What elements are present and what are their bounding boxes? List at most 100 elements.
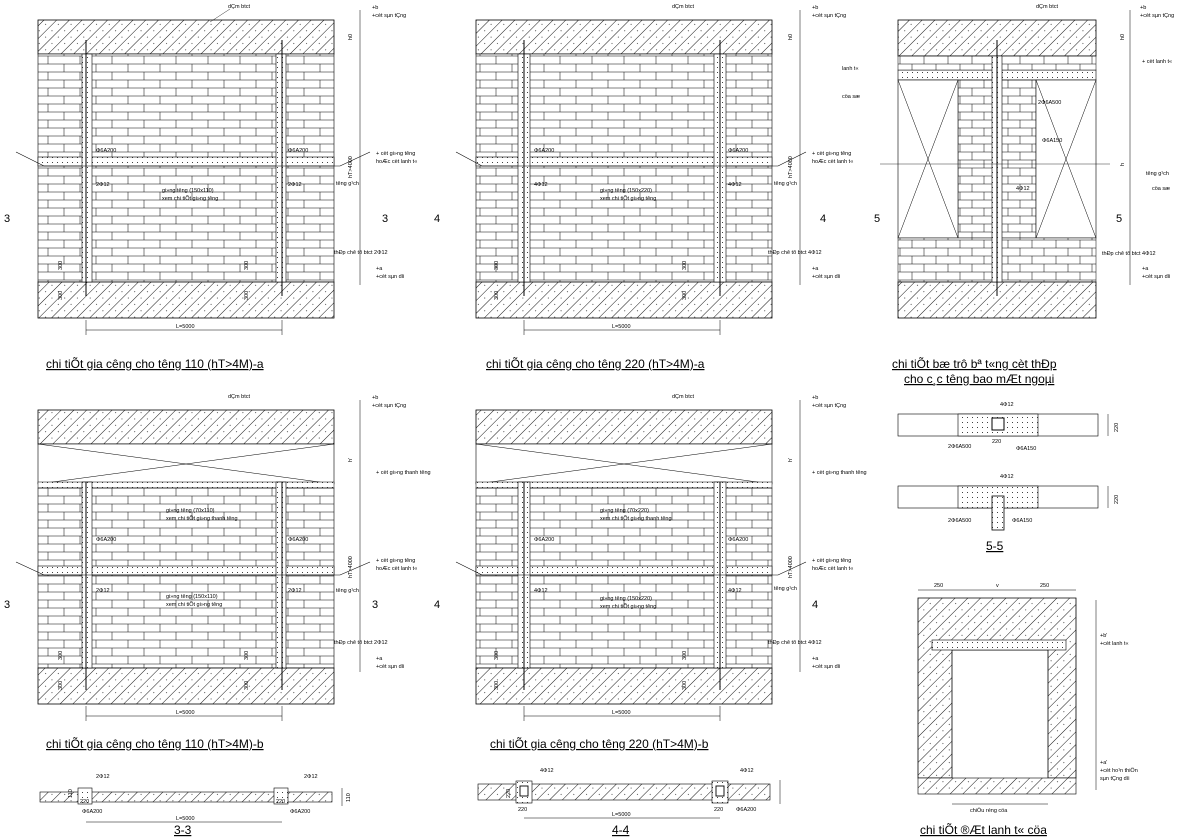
top-level-note: +cèt sµn tÇng — [372, 403, 406, 409]
anchor-dim-3: 300 — [244, 261, 250, 270]
base-level-note: +cèt sµn d­íi — [812, 274, 840, 280]
wall-material-note: t­êng g¹ch — [336, 588, 359, 594]
wall-height-label: hT>4000 — [788, 156, 794, 178]
base-level-mark: +a — [1142, 266, 1149, 272]
top-beam — [475, 19, 773, 55]
wall-material-note: t­êng g¹ch — [774, 181, 797, 187]
anchor-bar-note: thÐp chê tõ btct 4Φ12 — [1102, 251, 1156, 257]
section-title: 4-4 — [612, 823, 630, 837]
lintel-level-note: hoÆc cèt lanh t« — [376, 566, 417, 572]
floor-finish — [917, 777, 1077, 795]
dim-right: 220 — [714, 807, 723, 813]
lintel-label: lanh t« — [842, 66, 859, 72]
wall-material-note: t­êng g¹ch — [1146, 171, 1169, 177]
band-height-label: h' — [788, 458, 794, 462]
anchor-dim-1: 300 — [58, 651, 64, 660]
bar-right-label: 4Φ12 — [728, 182, 742, 188]
lintel-detail: 250 v 250 +b' +cèt lanh t« +a' +cèt ho¹n… — [917, 583, 1138, 837]
dim-left: 250 — [934, 583, 943, 589]
anchor-dim-1: 300 — [494, 651, 500, 660]
tie-beam-ref: xem chi tiÕt gi»ng t­êng — [162, 195, 218, 202]
bottom-slab — [475, 281, 773, 319]
bar-left-label: 2Φ12 — [96, 182, 110, 188]
section-mark-left: 3 — [4, 213, 10, 225]
elevation-wall-220-b: dÇm btct +b +cèt sµn tÇng h' hT>4000 + c… — [434, 394, 867, 751]
elevation-wall-220-a: dÇm btct +b +cèt sµn tÇng h0 hT>4000 Φ6A… — [434, 4, 853, 371]
base-level-mark: +a — [812, 266, 819, 272]
top-beam — [37, 19, 335, 55]
base-level-note: +cèt sµn d­íi — [1142, 274, 1170, 280]
tie-right-label: Φ6A200 — [288, 537, 308, 543]
base-level-mark: +a — [812, 656, 819, 662]
span-dimension: L=5000 — [176, 324, 195, 330]
upper-tie-note: + cèt gi»ng thanh t­êng — [376, 470, 431, 476]
tie-beam-note: gi»ng t­êng (150x220) — [600, 188, 652, 194]
wall-material-note: t­êng g¹ch — [336, 181, 359, 187]
section-mark-right: 3 — [382, 213, 388, 225]
drawing-title: chi tiÕt gia c­êng cho t­êng 110 (hT>4M)… — [46, 736, 264, 751]
anchor-dim-3: 300 — [682, 261, 688, 270]
top-level-note: +cèt sµn tÇng — [812, 403, 846, 409]
span-dimension: L=5000 — [612, 812, 631, 818]
base-level-note: +cèt sµn d­íi — [376, 274, 404, 280]
bar-right-label: 2Φ12 — [288, 182, 302, 188]
anchor-dim-3: 300 — [244, 651, 250, 660]
bottom-slab — [475, 667, 773, 705]
section-mark-right: 5 — [1116, 213, 1122, 225]
window-label: cöa sæ — [842, 94, 860, 100]
drawing-title: chi tiÕt gia c­êng cho t­êng 220 (hT>4M)… — [490, 736, 709, 751]
tie-label-a: 2Φ6A500 — [948, 444, 971, 450]
base-level-note: +cèt sµn d­íi — [376, 664, 404, 670]
drawing-title: chi tiÕt gia c­êng cho t­êng 220 (hT>4M)… — [486, 356, 705, 371]
section-title: 5-5 — [986, 539, 1004, 553]
wall-height-label: hT>4000 — [348, 556, 354, 578]
bar-right-label: 4Φ12 — [728, 588, 742, 594]
tie-left-label: Φ6A200 — [96, 537, 116, 543]
beam-height-label: h0 — [788, 34, 794, 40]
tie-right-label: Φ6A200 — [290, 809, 310, 815]
drawing-title-line1: chi tiÕt bæ trô bª t«ng cèt thÐp — [892, 356, 1057, 371]
section-mark-right: 4 — [820, 213, 826, 225]
base-level-mark: +a — [376, 266, 383, 272]
thickness-left: 220 — [506, 789, 512, 798]
beam-label: dÇm btct — [672, 394, 694, 400]
lintel-level-note: hoÆc cèt lanh t« — [376, 159, 417, 165]
section-mark-left: 4 — [434, 213, 440, 225]
thickness-right: 110 — [346, 793, 352, 802]
top-level-mark: +b — [812, 395, 818, 401]
tie-level-note: + cèt gi»ng t­êng — [812, 151, 851, 157]
section-mark-right: 4 — [812, 599, 818, 611]
bottom-slab — [37, 667, 335, 705]
span-dimension: L=5000 — [176, 710, 195, 716]
thickness-left: 110 — [68, 789, 74, 798]
beam-height-label: h0 — [1120, 34, 1126, 40]
bar-label-b: 4Φ12 — [1000, 474, 1014, 480]
dim-left: 220 — [518, 807, 527, 813]
upper-tie-beam-note: gi»ng t­êng (70x220) — [600, 508, 649, 514]
anchor-bar-note: thÐp chê tõ btct 2Φ12 — [334, 250, 388, 256]
top-level-mark: +b — [372, 5, 378, 11]
top-beam — [37, 409, 335, 445]
tie-beam-note: gi»ng t­êng (150x110) — [166, 594, 218, 600]
beam-label: dÇm btct — [228, 4, 250, 10]
bar-left-label: 4Φ12 — [534, 588, 548, 594]
section-title: 3-3 — [174, 823, 192, 837]
section-mark-left: 4 — [434, 599, 440, 611]
dim-opening: v — [996, 583, 999, 589]
wall-height-label: hT>4000 — [348, 156, 354, 178]
top-level-note: +cèt sµn tÇng — [372, 13, 406, 19]
column-bar-label: 4Φ12 — [1016, 186, 1030, 192]
bar-left-label: 4Φ12 — [540, 768, 554, 774]
tie-left-label: Φ6A200 — [534, 148, 554, 154]
upper-tie-beam-note: gi»ng t­êng (70x110) — [166, 508, 215, 514]
floor-level-mark: +a' — [1100, 760, 1107, 766]
anchor-dim-2: 300 — [494, 291, 500, 300]
anchor-dim-1: 300 — [494, 261, 500, 270]
bar-right-label: 2Φ12 — [304, 774, 318, 780]
drawing-title-line2: cho c¸c t­êng bao mÆt ngoµi — [904, 372, 1054, 386]
span-dimension: L=5000 — [612, 710, 631, 716]
beam-label: dÇm btct — [672, 4, 694, 10]
bar-left-label: 4Φ12 — [534, 182, 548, 188]
dim-label-a: 220 — [1114, 423, 1120, 432]
dim-left: 220 — [80, 799, 89, 805]
